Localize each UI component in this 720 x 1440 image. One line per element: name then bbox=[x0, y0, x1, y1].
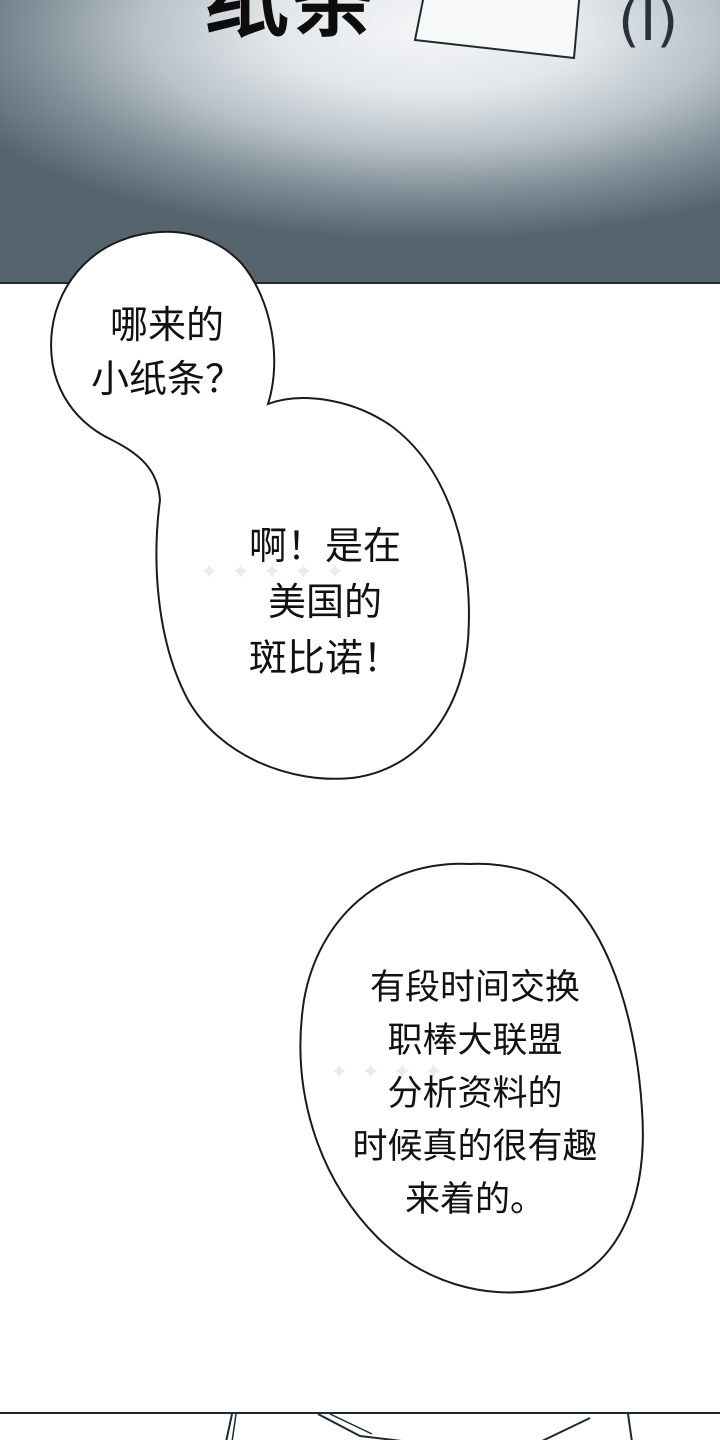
speech-bubble-3-text: 有段时间交换 职棒大联盟 分析资料的 时候真的很有趣 来着的。 bbox=[305, 962, 645, 1227]
bottom-panel-art bbox=[225, 1414, 633, 1440]
speech-line: 分析资料的 bbox=[387, 1074, 563, 1114]
speech-bubble-2-text: 啊！是在 美国的 斑比诺！ bbox=[200, 518, 450, 686]
partial-heading-text: 纸条 bbox=[205, 0, 378, 49]
speech-line: 时候真的很有趣 bbox=[352, 1127, 598, 1167]
paper-note bbox=[413, 0, 581, 60]
top-panel-art bbox=[413, 0, 581, 60]
speech-line: 哪来的 bbox=[109, 303, 224, 347]
partial-label-text: (I) bbox=[618, 0, 679, 54]
faint-background-mark: ✦ ✦ ✦ ✦ bbox=[330, 1060, 446, 1085]
speech-line: 职棒大联盟 bbox=[387, 1021, 563, 1061]
speech-line: 啊！是在 bbox=[248, 524, 401, 568]
faint-background-mark: ✦ ✦ ✦ ✦ ✦ bbox=[200, 560, 348, 585]
speech-bubble-1-text: 哪来的 小纸条？ bbox=[62, 298, 272, 406]
speech-line: 有段时间交换 bbox=[369, 968, 580, 1008]
speech-line: 来着的。 bbox=[404, 1180, 545, 1220]
top-panel: 纸条 (I) bbox=[0, 0, 720, 284]
speech-line: 小纸条？ bbox=[90, 357, 243, 401]
speech-line: 美国的 bbox=[267, 580, 382, 624]
speech-line: 斑比诺！ bbox=[248, 636, 401, 680]
bottom-panel bbox=[0, 1412, 720, 1440]
